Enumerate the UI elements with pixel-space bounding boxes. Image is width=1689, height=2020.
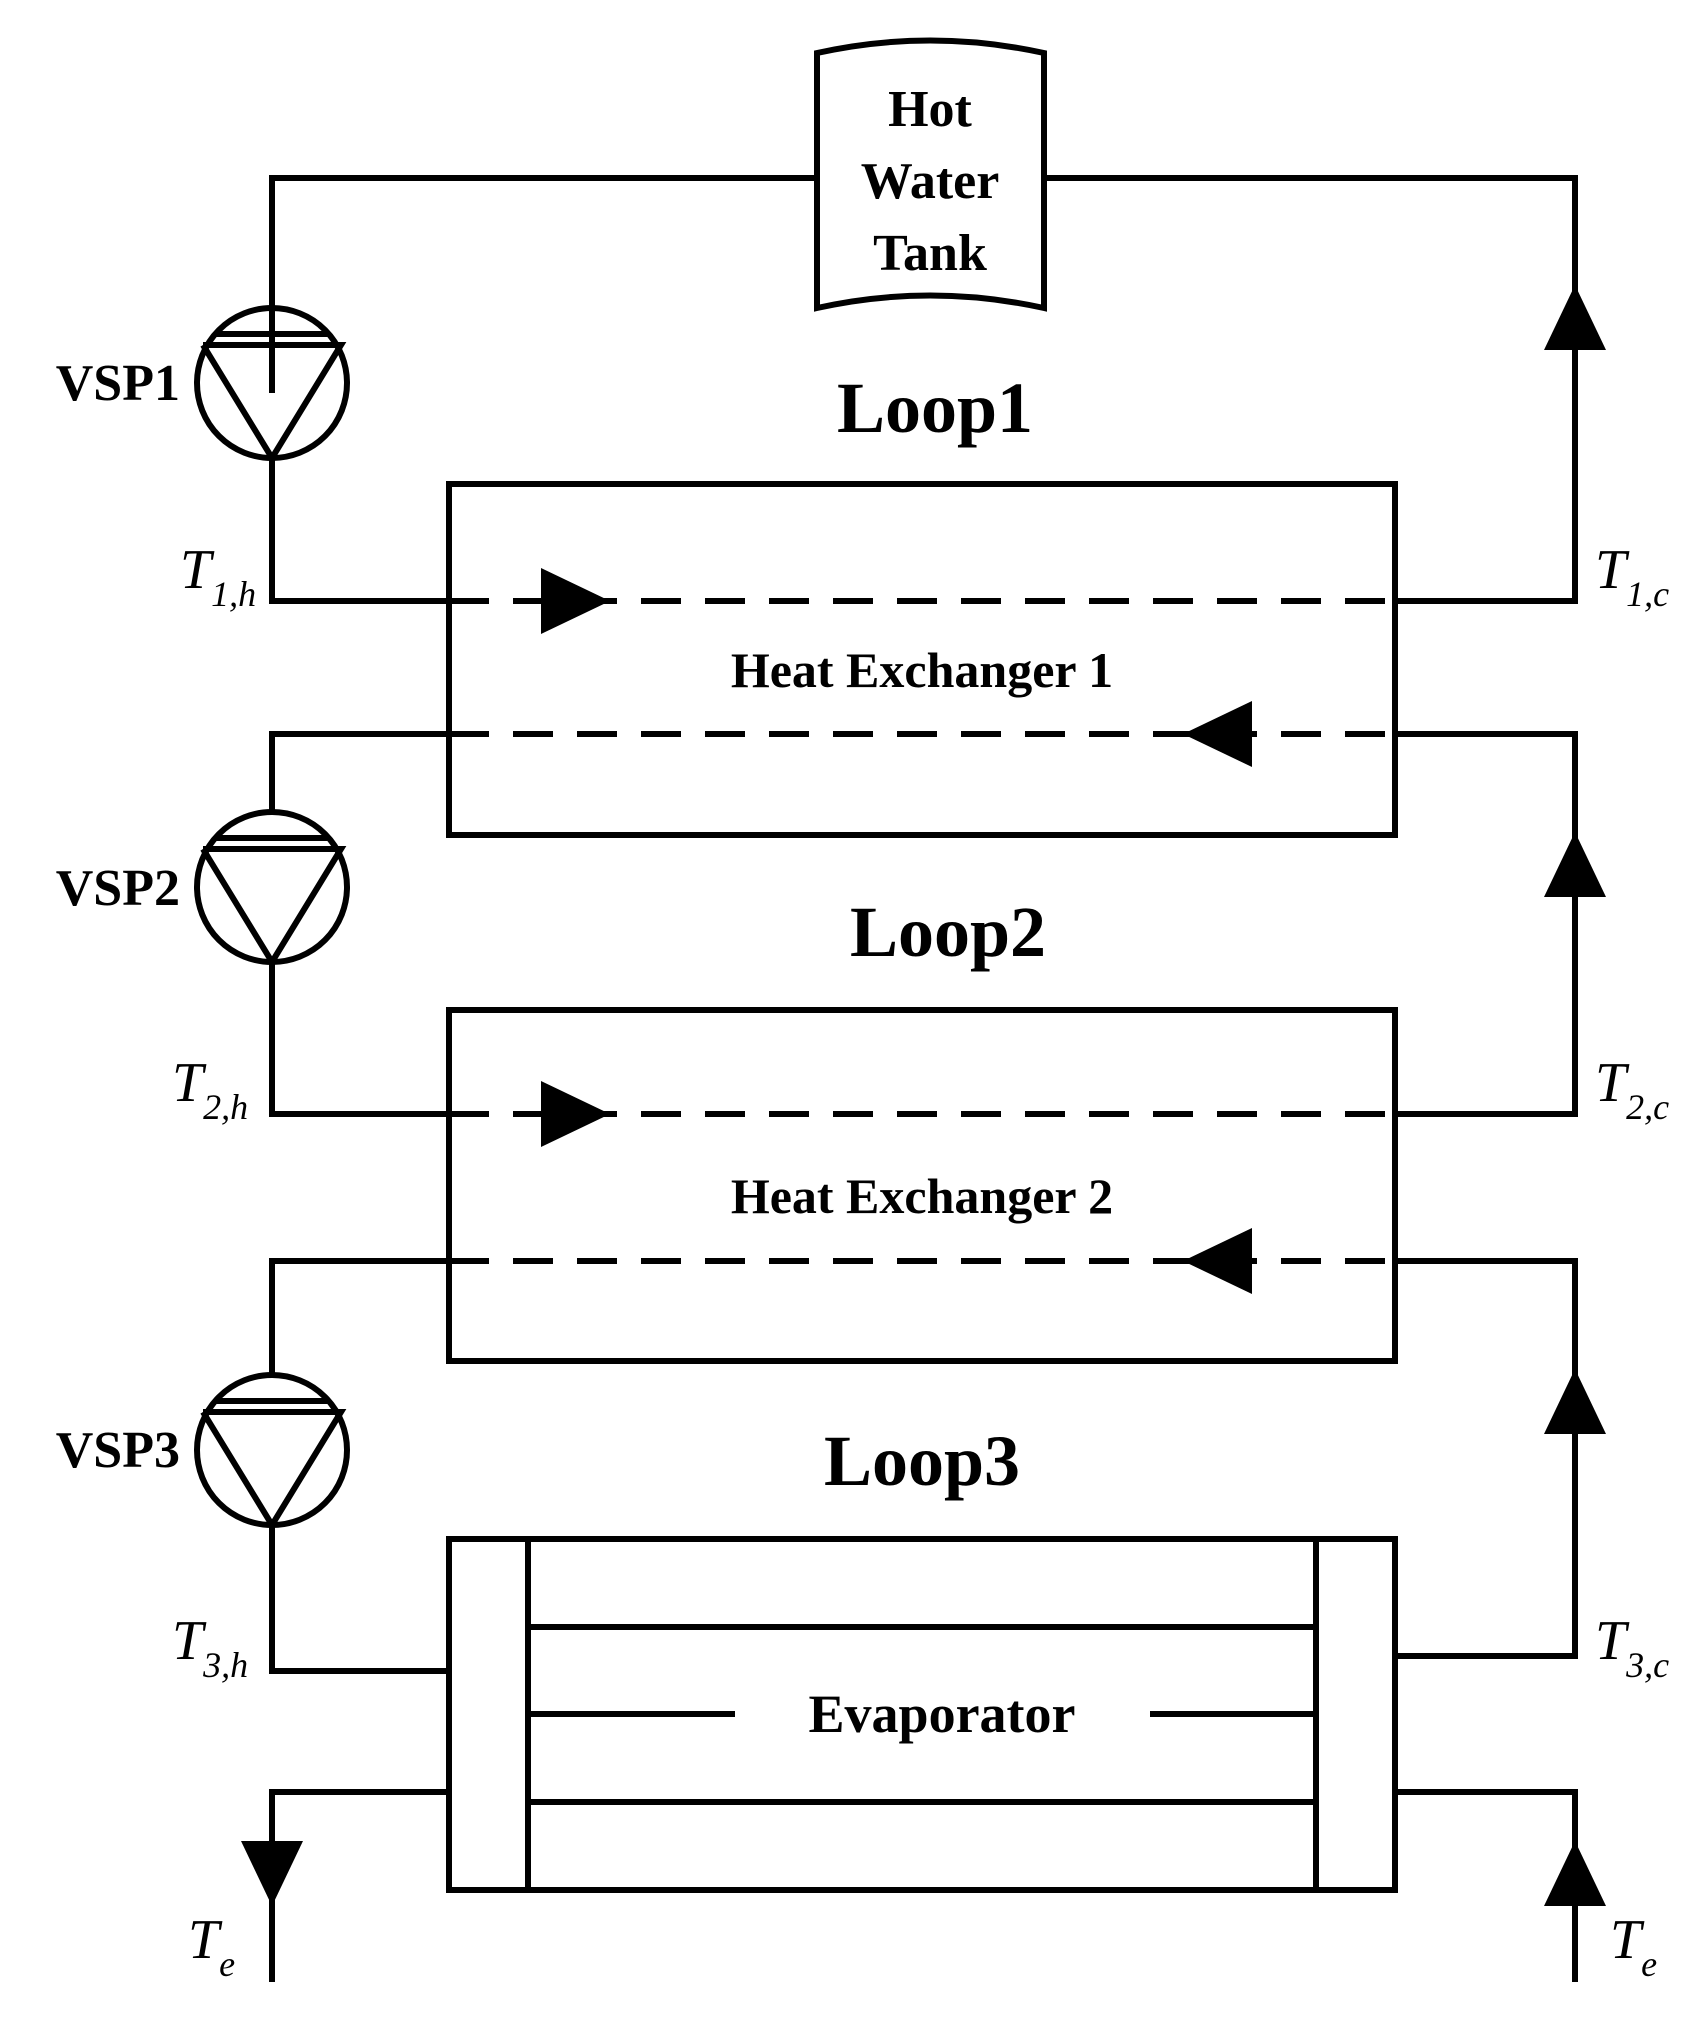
- loop3-right-pipe: [1395, 1258, 1578, 1659]
- heat-exchanger-2-label: Heat Exchanger 2: [731, 1168, 1113, 1224]
- loop2-up-arrow-icon: [1544, 832, 1606, 897]
- loop2-label: Loop2: [850, 892, 1046, 972]
- pump-vsp2-label: VSP2: [56, 860, 180, 917]
- tank-label-line-1: Hot: [888, 81, 972, 138]
- loop2-top-pipe-left: [269, 731, 449, 812]
- loop1-label: Loop1: [837, 368, 1033, 448]
- loop3-hot-pipe: [269, 1525, 449, 1674]
- loop1-hot-pipe: [269, 458, 449, 604]
- te-inlet-pipe: [1395, 1789, 1578, 1982]
- loop2-right-pipe: [1395, 731, 1578, 1117]
- pump-vsp3-label: VSP3: [56, 1422, 180, 1479]
- temp-t1h: T1,h: [180, 539, 256, 614]
- hx1-flow-left-arrow-icon: [1183, 701, 1252, 767]
- te-inlet-up-arrow-icon: [1544, 1841, 1606, 1906]
- loop1-top-pipe-left: [269, 175, 817, 393]
- tank-label-line-2: Water: [861, 153, 1000, 210]
- temp-t2c: T2,c: [1595, 1052, 1669, 1127]
- loop3-up-arrow-icon: [1544, 1369, 1606, 1434]
- pump-vsp2-icon: [194, 809, 350, 968]
- hot-water-tank: [814, 37, 1047, 312]
- heat-exchanger-1: [446, 481, 1398, 838]
- temp-t3h: T3,h: [172, 1610, 248, 1685]
- hx1-flow-right-arrow-icon: [541, 568, 610, 634]
- pump-vsp3-icon: [194, 1372, 350, 1531]
- loop3-top-pipe-left: [269, 1258, 449, 1375]
- heat-exchanger-2: [446, 1007, 1398, 1364]
- pump-vsp1-label: VSP1: [56, 355, 180, 412]
- tank-label-line-3: Tank: [873, 225, 987, 282]
- te-outlet-down-arrow-icon: [241, 1841, 303, 1906]
- temp-te-right: Te: [1610, 1909, 1657, 1984]
- evaporator: [446, 1536, 1398, 1893]
- temp-t2h: T2,h: [172, 1052, 248, 1127]
- pump-vsp1-icon: [194, 305, 350, 464]
- hx2-flow-right-arrow-icon: [541, 1081, 610, 1147]
- evaporator-label: Evaporator: [809, 1684, 1076, 1744]
- loop3-label: Loop3: [824, 1421, 1020, 1501]
- temp-t3c: T3,c: [1595, 1610, 1669, 1685]
- heat-exchanger-1-label: Heat Exchanger 1: [731, 642, 1113, 698]
- loop1-top-pipe-right: [1044, 175, 1578, 604]
- temp-te-left: Te: [188, 1909, 235, 1984]
- loop1-up-arrow-icon: [1544, 285, 1606, 350]
- loop2-hot-pipe: [269, 962, 449, 1117]
- te-outlet-pipe: [269, 1789, 449, 1982]
- temp-t1c: T1,c: [1595, 539, 1669, 614]
- hx2-flow-left-arrow-icon: [1183, 1228, 1252, 1294]
